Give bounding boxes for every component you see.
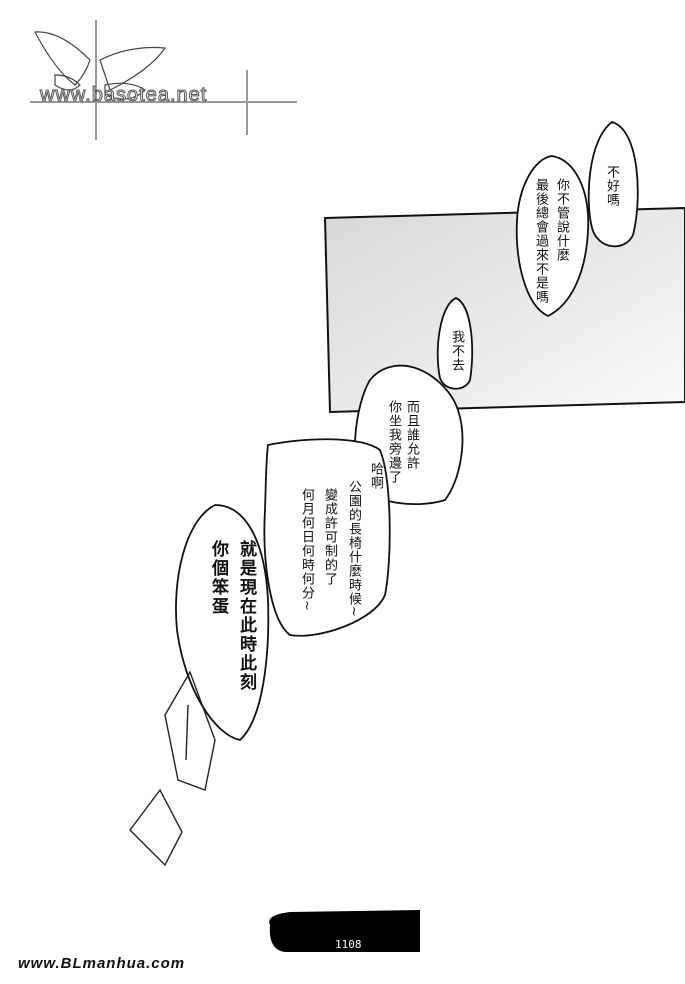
bubble-6-line-1: 就是現在此時此刻 bbox=[236, 540, 256, 692]
site-logo: www.basotea.net bbox=[39, 84, 208, 107]
bubble-5-line-3: 變成許可制的了 bbox=[322, 488, 337, 586]
page-number: 1108 bbox=[335, 938, 362, 951]
speech-bubble-1 bbox=[587, 121, 639, 248]
page-number-tab bbox=[269, 910, 420, 952]
bubble-2-line-2: 最後總會過來不是嗎 bbox=[533, 178, 548, 304]
bubble-4-line-2: 你坐我旁邊了 bbox=[386, 400, 401, 484]
bubble-1-line-1: 不好嗎 bbox=[604, 165, 619, 207]
bubble-5-line-4: 何月何日何時何分~ bbox=[299, 488, 314, 612]
speech-bubble-6 bbox=[175, 504, 270, 741]
speech-bubble-5 bbox=[263, 438, 391, 637]
watermark: www.BLmanhua.com bbox=[18, 955, 186, 972]
bubble-4-line-1: 而且誰允許 bbox=[404, 400, 419, 470]
bubble-2-line-1: 你不管說什麼 bbox=[554, 178, 569, 262]
speech-bubble-2 bbox=[515, 155, 589, 318]
butterfly-logo-icon bbox=[30, 20, 297, 140]
bubble-5-line-1: 哈啊 bbox=[368, 462, 383, 490]
speech-bubble-3 bbox=[436, 297, 474, 390]
bubble-3-line-1: 我不去 bbox=[449, 330, 464, 372]
bubble-6-line-2: 你個笨蛋 bbox=[208, 540, 228, 616]
bubble-5-line-2: 公園的長椅什麼時候~ bbox=[346, 480, 361, 618]
broken-shards bbox=[129, 670, 216, 867]
